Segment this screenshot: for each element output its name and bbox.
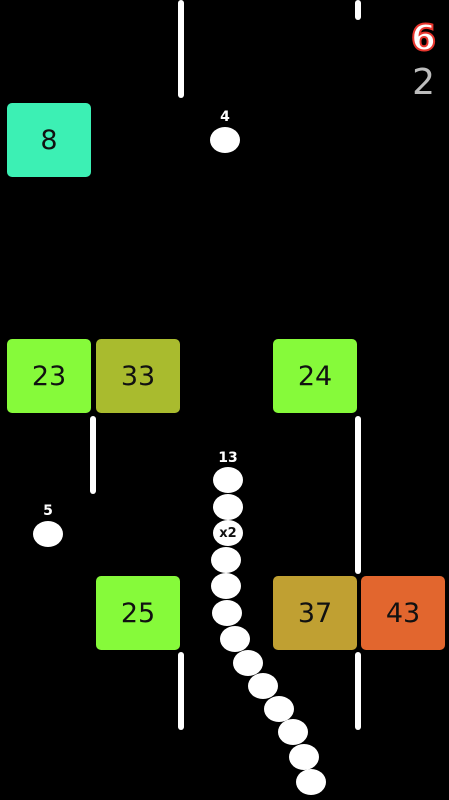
wall-segment	[355, 0, 361, 20]
block-8: 8	[7, 103, 91, 177]
snake-segment	[220, 626, 250, 652]
block-33: 33	[96, 339, 180, 413]
snake-segment	[296, 769, 326, 795]
wall-segment	[90, 416, 96, 494]
snake-segment-multiplier: x2	[213, 520, 243, 546]
wall-segment	[178, 652, 184, 730]
block-37: 37	[273, 576, 357, 650]
block-23: 23	[7, 339, 91, 413]
wall-segment	[178, 0, 184, 98]
snake-segment	[212, 600, 242, 626]
pickup-ball	[33, 521, 63, 547]
snake-segment	[211, 573, 241, 599]
snake-segment	[264, 696, 294, 722]
best-score: 6	[410, 17, 437, 60]
snake-segment	[278, 719, 308, 745]
pickup-label: 4	[220, 109, 230, 125]
snake-segment	[248, 673, 278, 699]
current-score: 2	[412, 62, 435, 103]
wall-segment	[355, 652, 361, 730]
block-24: 24	[273, 339, 357, 413]
snake-segment	[289, 744, 319, 770]
snake-head[interactable]	[213, 467, 243, 493]
snake-segment	[211, 547, 241, 573]
snake-length-label: 13	[218, 450, 238, 466]
pickup-label: 5	[43, 503, 53, 519]
block-25: 25	[96, 576, 180, 650]
wall-segment	[355, 416, 361, 574]
snake-segment	[233, 650, 263, 676]
snake-segment	[213, 494, 243, 520]
block-43: 43	[361, 576, 445, 650]
pickup-ball	[210, 127, 240, 153]
